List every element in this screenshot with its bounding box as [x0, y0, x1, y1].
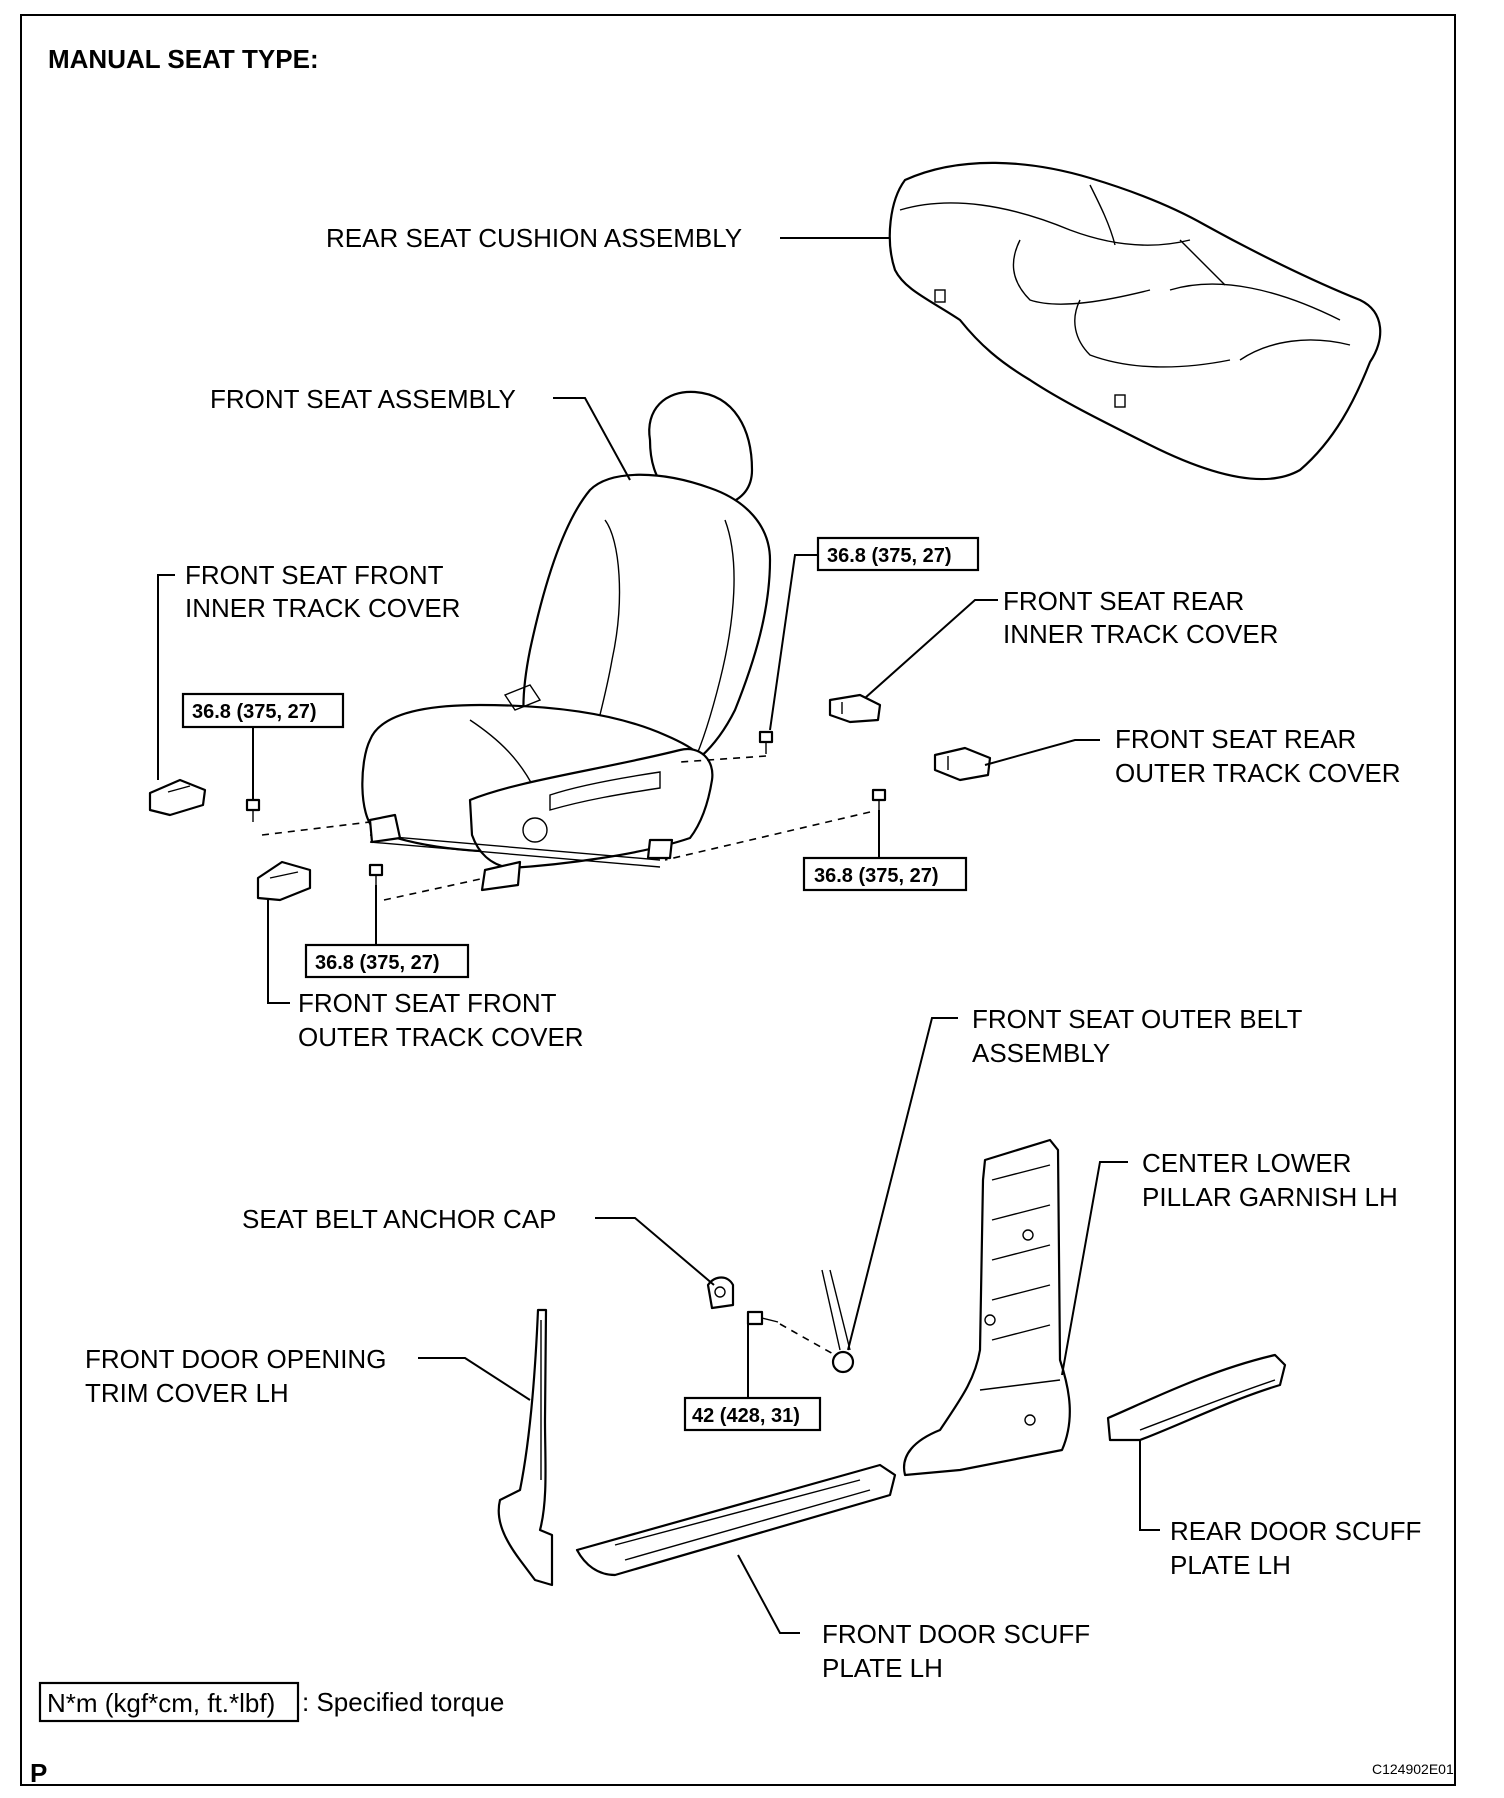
- label-rear-inner-track-cover-2: INNER TRACK COVER: [1003, 619, 1278, 649]
- label-center-pillar-garnish-2: PILLAR GARNISH LH: [1142, 1182, 1398, 1212]
- legend-torque-text: : Specified torque: [302, 1687, 504, 1717]
- label-rear-seat-cushion-assembly: REAR SEAT CUSHION ASSEMBLY: [326, 223, 742, 253]
- torque-seat-bolt-lower-left: 36.8 (375, 27): [315, 952, 440, 974]
- rear-outer-track-cover-drawing: [933, 746, 992, 782]
- footer-figure-code: C124902E01: [1372, 1761, 1454, 1777]
- label-door-opening-trim-1: FRONT DOOR OPENING: [85, 1344, 386, 1374]
- label-front-outer-track-cover-1: FRONT SEAT FRONT: [298, 988, 557, 1018]
- label-rear-inner-track-cover-1: FRONT SEAT REAR: [1003, 586, 1244, 616]
- bolt-icon: [758, 730, 774, 754]
- torque-box-seat-bolt-lower-left: [304, 943, 470, 979]
- torque-box-seat-bolt-lower-right: [802, 856, 968, 892]
- label-front-inner-track-cover-1: FRONT SEAT FRONT: [185, 560, 444, 590]
- rear-seat-cushion-drawing: [888, 161, 1382, 481]
- rear-door-scuff-plate-drawing: [1106, 1353, 1287, 1442]
- label-rear-outer-track-cover-1: FRONT SEAT REAR: [1115, 724, 1356, 754]
- bolt-icon: [368, 863, 384, 885]
- torque-seat-bolt-lower-right: 36.8 (375, 27): [814, 865, 939, 887]
- front-door-scuff-plate-drawing: [575, 1463, 897, 1577]
- label-door-opening-trim-2: TRIM COVER LH: [85, 1378, 289, 1408]
- torque-box-seat-bolt-left: [181, 692, 345, 729]
- front-seat-drawing: [361, 390, 772, 892]
- diagram-frame: [20, 14, 1456, 1786]
- label-center-pillar-garnish-1: CENTER LOWER: [1142, 1148, 1351, 1178]
- outer-belt-drawing: [821, 1269, 855, 1374]
- bolt-icon: [245, 798, 261, 822]
- door-opening-trim-drawing: [497, 1308, 554, 1587]
- label-front-inner-track-cover-2: INNER TRACK COVER: [185, 593, 460, 623]
- torque-seat-bolt-left: 36.8 (375, 27): [192, 701, 317, 723]
- label-front-scuff-plate-2: PLATE LH: [822, 1653, 943, 1683]
- legend-torque-box: [38, 1681, 300, 1723]
- bolt-icon: [871, 788, 887, 810]
- torque-box-belt-anchor-bolt: [683, 1396, 822, 1432]
- label-outer-belt-2: ASSEMBLY: [972, 1038, 1110, 1068]
- legend-torque-box-text: N*m (kgf*cm, ft.*lbf): [47, 1688, 275, 1718]
- torque-seat-bolt-upper-right: 36.8 (375, 27): [827, 545, 952, 567]
- label-seat-belt-anchor-cap: SEAT BELT ANCHOR CAP: [242, 1204, 557, 1234]
- anchor-cap-drawing: [706, 1276, 735, 1310]
- label-rear-outer-track-cover-2: OUTER TRACK COVER: [1115, 758, 1401, 788]
- torque-belt-anchor-bolt: 42 (428, 31): [692, 1405, 800, 1427]
- bolt-icon: [746, 1310, 779, 1326]
- label-front-outer-track-cover-2: OUTER TRACK COVER: [298, 1022, 584, 1052]
- label-front-scuff-plate-1: FRONT DOOR SCUFF: [822, 1619, 1090, 1649]
- torque-box-seat-bolt-upper-right: [816, 536, 980, 572]
- label-rear-scuff-plate-2: PLATE LH: [1170, 1550, 1291, 1580]
- label-outer-belt-1: FRONT SEAT OUTER BELT: [972, 1004, 1302, 1034]
- rear-inner-track-cover-drawing: [828, 693, 882, 724]
- front-outer-track-cover-drawing: [256, 860, 312, 902]
- diagram-title: MANUAL SEAT TYPE:: [48, 44, 319, 74]
- center-pillar-garnish-drawing: [902, 1138, 1071, 1477]
- front-inner-track-cover-drawing: [148, 778, 207, 817]
- label-front-seat-assembly: FRONT SEAT ASSEMBLY: [210, 384, 516, 414]
- footer-section-letter: P: [30, 1758, 47, 1788]
- label-rear-scuff-plate-1: REAR DOOR SCUFF: [1170, 1516, 1421, 1546]
